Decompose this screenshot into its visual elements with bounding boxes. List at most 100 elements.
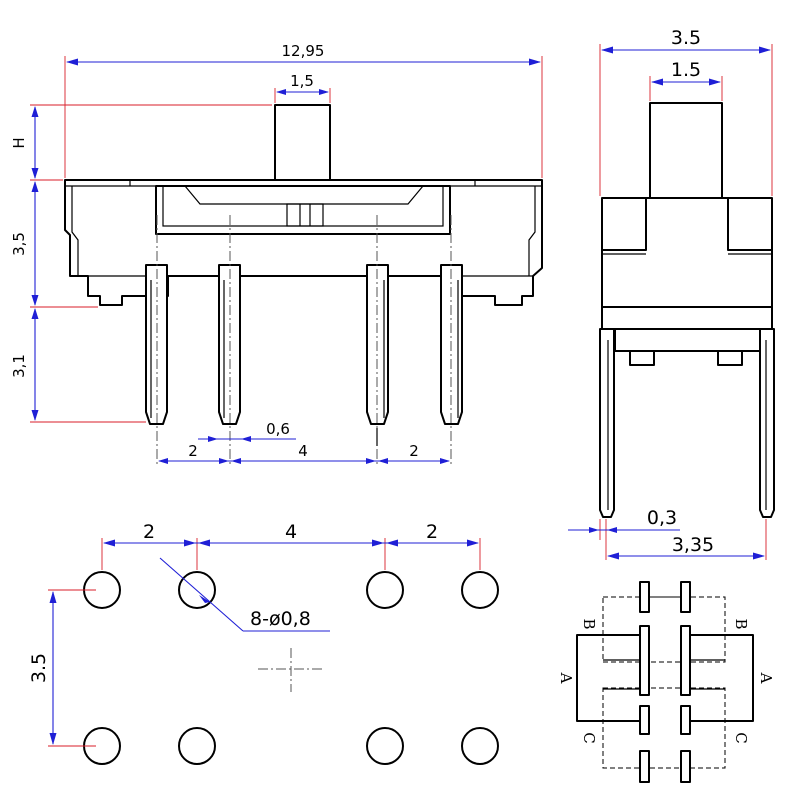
pcb-dim-arrow-4 bbox=[467, 539, 479, 547]
front-body-outline bbox=[64, 179, 543, 306]
pcb-dim-arrow-3a bbox=[372, 539, 384, 547]
front-dim-body-arrow-bottom bbox=[31, 295, 39, 306]
schematic-contact-l2 bbox=[639, 625, 650, 696]
front-dim-pitch-arrow-4 bbox=[440, 458, 450, 464]
schematic-contact-r3 bbox=[680, 705, 691, 735]
schematic-contact-r4 bbox=[680, 750, 691, 783]
front-dim-h-arrow-bottom bbox=[31, 168, 39, 179]
side-foot-left bbox=[629, 350, 655, 366]
schematic-contact-r2 bbox=[680, 625, 691, 696]
side-pin-left bbox=[599, 328, 615, 518]
front-dim-total-arrow-left bbox=[66, 58, 78, 66]
pcb-hole-top-4 bbox=[461, 571, 499, 609]
front-dim-body-height: 3,5 bbox=[10, 232, 28, 256]
side-dim-width-arrow-left bbox=[601, 46, 613, 54]
front-dim-pin-arrow-bottom bbox=[31, 410, 39, 421]
schematic-dash-top bbox=[602, 596, 726, 663]
side-dim-pin-thickness: 0,3 bbox=[647, 507, 677, 529]
side-foot-right bbox=[717, 350, 743, 366]
schematic-contact-l4 bbox=[639, 750, 650, 783]
front-slider-center bbox=[286, 203, 324, 227]
side-pin-right bbox=[759, 328, 775, 518]
pcb-hole-top-3 bbox=[366, 571, 404, 609]
front-dim-pin-width: 0,6 bbox=[266, 420, 290, 438]
side-dim-pin-span: 3,35 bbox=[672, 534, 714, 556]
front-dim-pitch-center: 4 bbox=[298, 442, 308, 460]
side-lower-band bbox=[601, 306, 773, 330]
schematic-wire-right bbox=[690, 634, 754, 722]
front-dim-total-arrow-right bbox=[529, 58, 541, 66]
schematic-contact-r1 bbox=[680, 581, 691, 613]
front-slider-knob bbox=[184, 185, 424, 205]
schematic-wire-left bbox=[576, 634, 640, 722]
front-dim-pin-width-arrow-right bbox=[241, 436, 251, 442]
pcb-dim-arrow-3b bbox=[386, 539, 398, 547]
pcb-dim-row-spacing: 3.5 bbox=[28, 653, 50, 683]
side-dim-actuator-width: 1.5 bbox=[671, 59, 701, 81]
pcb-dim-arrow-2b bbox=[198, 539, 210, 547]
front-dim-actuator-width: 1,5 bbox=[290, 72, 314, 90]
side-dim-pin-span-arrow-right bbox=[753, 552, 765, 560]
pcb-dim-pitch-left: 2 bbox=[143, 521, 155, 543]
side-dim-width: 3.5 bbox=[671, 27, 701, 49]
front-dim-actuator-arrow-left bbox=[276, 89, 286, 95]
front-dim-pitch-right: 2 bbox=[409, 442, 419, 460]
side-dim-pin-thickness-arrow-right bbox=[607, 527, 617, 533]
pcb-dim-arrow-2a bbox=[184, 539, 196, 547]
pcb-hole-top-2 bbox=[178, 571, 216, 609]
schematic-label-b-right: B bbox=[732, 618, 750, 629]
pcb-dim-pitch-center: 4 bbox=[285, 521, 297, 543]
front-dim-pitch-arrow-3b bbox=[378, 458, 388, 464]
front-dim-pitch-left: 2 bbox=[188, 442, 198, 460]
side-right-block bbox=[727, 197, 772, 251]
front-left-side-detail bbox=[71, 186, 79, 276]
pcb-hole-bottom-3 bbox=[366, 727, 404, 765]
front-dim-h: H bbox=[10, 137, 28, 148]
front-slider-window bbox=[155, 185, 451, 235]
schematic-label-a-left: A bbox=[557, 672, 575, 684]
front-dim-body-arrow-top bbox=[31, 181, 39, 192]
pcb-hole-leader bbox=[159, 557, 244, 632]
front-dim-pitch-arrow-2b bbox=[231, 458, 241, 464]
schematic-label-a-right: A bbox=[757, 672, 775, 684]
schematic-label-c-right: C bbox=[732, 732, 750, 743]
front-dim-total-width: 12,95 bbox=[282, 42, 325, 60]
pcb-hole-bottom-2 bbox=[178, 727, 216, 765]
schematic-contact-l1 bbox=[639, 581, 650, 613]
front-slider-window-inner bbox=[162, 185, 444, 227]
schematic-contact-l3 bbox=[639, 705, 650, 735]
pcb-hole-leader-arrow bbox=[199, 595, 210, 603]
side-bottom-base bbox=[614, 328, 761, 352]
front-dim-pin-length: 3,1 bbox=[10, 354, 28, 378]
pcb-dim-arrow-1 bbox=[103, 539, 115, 547]
pcb-layout: 2 4 2 3.5 8-ø0,8 bbox=[28, 521, 499, 765]
side-view: 3.5 1.5 0,3 3,35 bbox=[568, 27, 775, 560]
front-dim-pitch-arrow-2a bbox=[219, 458, 229, 464]
pcb-dim-row-arrow-top bbox=[49, 591, 57, 603]
side-dim-pin-span-arrow-left bbox=[607, 552, 619, 560]
side-body-outline bbox=[601, 197, 773, 308]
front-dim-actuator-arrow-right bbox=[319, 89, 329, 95]
schematic-label-b-left: B bbox=[580, 618, 598, 629]
front-dim-pin-width-arrow-left bbox=[208, 436, 218, 442]
front-dim-pitch-arrow-1 bbox=[158, 458, 168, 464]
front-dim-pin-arrow-top bbox=[31, 308, 39, 319]
pcb-dim-pitch-right: 2 bbox=[426, 521, 438, 543]
front-actuator bbox=[274, 104, 331, 181]
front-dim-h-arrow-top bbox=[31, 106, 39, 117]
side-actuator bbox=[649, 102, 723, 199]
schematic-dash-bottom bbox=[602, 687, 726, 769]
schematic-label-c-left: C bbox=[580, 732, 598, 743]
schematic: B B A A C C bbox=[557, 581, 775, 783]
side-dim-width-arrow-right bbox=[759, 46, 771, 54]
side-dim-pin-thickness-arrow-left bbox=[589, 527, 599, 533]
front-dim-pitch-arrow-3a bbox=[366, 458, 376, 464]
pcb-hole-bottom-4 bbox=[461, 727, 499, 765]
pcb-dim-row-arrow-bottom bbox=[49, 733, 57, 745]
pcb-hole-note: 8-ø0,8 bbox=[250, 608, 311, 630]
front-view: 12,95 1,5 H 3,5 3,1 0,6 bbox=[10, 42, 543, 465]
side-dim-actuator-arrow-right bbox=[709, 78, 721, 86]
side-dim-actuator-arrow-left bbox=[651, 78, 663, 86]
front-right-side-detail bbox=[528, 186, 536, 276]
